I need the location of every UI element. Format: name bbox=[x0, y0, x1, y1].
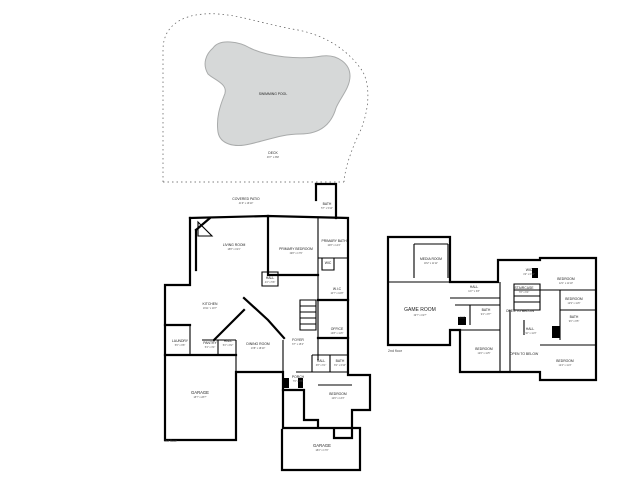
staircase-dims: 7'8" x 6'4" bbox=[519, 291, 530, 294]
hall-2-dims: 5'2" x 8'2" bbox=[223, 344, 234, 347]
primary-bedroom-dims: 19'8" x 17'9" bbox=[289, 252, 302, 255]
office-dims: 10'8" x 11'6" bbox=[331, 332, 344, 335]
hall-up-dims: 11'7" x 3'8" bbox=[468, 290, 480, 293]
wic-up-label: WIC bbox=[526, 268, 533, 272]
porch-dims: 7'6" x 9'6" bbox=[293, 380, 304, 383]
garage-left-label: GARAGE bbox=[191, 390, 209, 395]
wic-up-dims: 4'2" x 6'10" bbox=[523, 273, 535, 276]
wic-label: W.I.C bbox=[333, 287, 342, 291]
bedroom-1-dims: 12'6" x 13'3" bbox=[331, 397, 344, 400]
bedroom-5-label: BEDROOM bbox=[565, 297, 583, 301]
deck-dims: 46'7" x 368' bbox=[267, 156, 280, 159]
dining-room-dims: 13'8" x 18'10" bbox=[251, 347, 266, 350]
living-room-dims: 18'8" x 19'1" bbox=[227, 248, 240, 251]
office-label: OFFICE bbox=[331, 327, 344, 331]
bath-up-dims: 9'4" x 8'7" bbox=[481, 313, 492, 316]
hall-2-label: HALL bbox=[224, 339, 233, 343]
hall-1-dims: 4'2" x 5'8" bbox=[265, 281, 276, 284]
open-to-below-1-label: OPEN TO BELOW bbox=[506, 309, 535, 313]
bath-mid-dims: 8'1" x 6'10" bbox=[334, 364, 346, 367]
second-floor-label: 2nd floor bbox=[388, 349, 403, 353]
garage-bottom-dims: 18'2" x 17'0" bbox=[315, 449, 328, 452]
swimming-pool-shape bbox=[204, 41, 351, 146]
game-room-dims: 19'7" x 19'7" bbox=[413, 314, 426, 317]
covered-patio-label: COVERED PATIO bbox=[232, 197, 260, 201]
swimming-pool-label: SWIMMING POOL bbox=[259, 92, 288, 96]
bath-top-label: BATH bbox=[323, 202, 332, 206]
hall-1-label: HALL bbox=[266, 276, 275, 280]
primary-bath-label: PRIMARY BATH bbox=[321, 239, 347, 243]
dining-room-label: DINING ROOM bbox=[246, 342, 270, 346]
primary-bath-dims: 10'8" x 14'4" bbox=[327, 244, 340, 247]
bath-up-label: BATH bbox=[482, 308, 491, 312]
bedroom-1-label: BEDROOM bbox=[329, 392, 347, 396]
first-floor-label: 1st floor bbox=[164, 439, 178, 443]
hall-up-label: HALL bbox=[470, 285, 479, 289]
wic-dims: 10'7" x 10'8" bbox=[330, 292, 343, 295]
kitchen-dims: 16'11" x 19'7" bbox=[203, 307, 217, 310]
bedroom-2-label: BEDROOM bbox=[557, 277, 575, 281]
game-room-label: GAME ROOM bbox=[404, 307, 436, 313]
covered-patio-dims: 41'9" x 16'10" bbox=[239, 202, 254, 205]
primary-bedroom-label: PRIMARY BEDROOM bbox=[279, 247, 313, 251]
porch-label: PORCH bbox=[292, 375, 305, 379]
second-floor-plan bbox=[386, 235, 598, 382]
pantry-label: PANTRY bbox=[203, 341, 217, 345]
hall-3-label: HALL bbox=[317, 359, 326, 363]
bedroom-3-label: BEDROOM bbox=[475, 347, 493, 351]
bedroom-2-dims: 12'1" x 11'10" bbox=[559, 282, 573, 285]
hall-up-2-label: HALL bbox=[526, 327, 535, 331]
kitchen-label: KITCHEN bbox=[203, 302, 218, 306]
open-to-below-2-label: OPEN TO BELOW bbox=[510, 352, 539, 356]
bath-up-2-label: BATH bbox=[570, 315, 579, 319]
staircase-label: STAIRCASE bbox=[515, 286, 535, 290]
bedroom-3-dims: 12'0" x 11'5" bbox=[478, 352, 491, 355]
bath-mid-label: BATH bbox=[336, 359, 345, 363]
hall-up-2-dims: 7'10" x 11'3" bbox=[524, 332, 537, 335]
foyer-dims: 6'7" x 15'4" bbox=[292, 343, 304, 346]
wic-up-2-label: WIC bbox=[459, 316, 466, 320]
living-room-label: LIVING ROOM bbox=[223, 243, 246, 247]
bath-up-2-dims: 9'0" x 9'5" bbox=[569, 320, 580, 323]
laundry-dims: 5'6" x 9'8" bbox=[175, 344, 186, 347]
wic-small-label: WIC bbox=[325, 261, 332, 265]
garage-left-dims: 18'7" x 28'7" bbox=[193, 396, 206, 399]
pantry-dims: 5'4" x 3'4" bbox=[205, 346, 216, 349]
hall-3-dims: 3'8" x 6'1" bbox=[316, 364, 327, 367]
foyer-label: FOYER bbox=[292, 338, 304, 342]
first-floor-plan bbox=[163, 181, 372, 472]
media-room-dims: 18'2" x 11'11" bbox=[424, 262, 438, 265]
bath-top-dims: 5'7" x 5'10" bbox=[321, 207, 333, 210]
laundry-label: LAUNDRY bbox=[172, 339, 189, 343]
bedroom-4-label: BEDROOM bbox=[556, 359, 574, 363]
deck-label: DECK bbox=[268, 151, 278, 155]
garage-bottom-label: GARAGE bbox=[313, 443, 331, 448]
bedroom-5-dims: 12'9" x 11'6" bbox=[568, 302, 581, 305]
bedroom-4-dims: 12'4" x 11'4" bbox=[559, 364, 572, 367]
media-room-label: MEDIA ROOM bbox=[420, 257, 442, 261]
